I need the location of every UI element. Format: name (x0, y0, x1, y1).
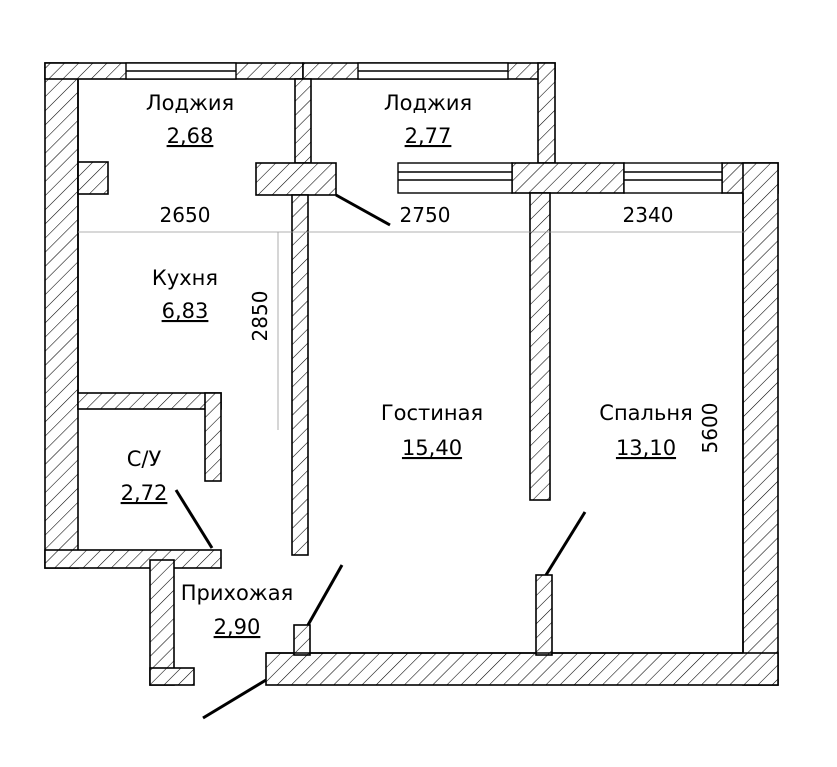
door-entrance (202, 678, 267, 720)
windows (125, 62, 723, 194)
dim-living-width: 2750 (400, 203, 451, 227)
room-outlines (77, 79, 744, 654)
window-bedroom (623, 162, 723, 194)
wall-kitchen-stub (77, 161, 109, 195)
room-labels: Лоджия 2,68 Лоджия 2,77 Кухня 6,83 Гости… (121, 91, 693, 639)
room-name-living: Гостиная (381, 401, 483, 425)
walls (44, 62, 779, 686)
door-bathroom (174, 489, 214, 549)
room-area-loggia-left: 2,68 (167, 124, 214, 148)
door-bedroom (544, 511, 587, 576)
dimension-labels: 2650 2750 2340 2850 5600 (160, 203, 722, 453)
room-area-kitchen: 6,83 (162, 299, 209, 323)
room-name-hallway: Прихожая (181, 581, 293, 605)
room-name-loggia-right: Лоджия (384, 91, 472, 115)
room-area-loggia-right: 2,77 (405, 124, 452, 148)
room-name-bedroom: Спальня (599, 401, 692, 425)
wall-left-exterior (44, 62, 79, 569)
wall-hallway-stub (293, 624, 311, 656)
room-name-kitchen: Кухня (152, 266, 218, 290)
wall-bathroom-bottom (44, 549, 222, 569)
wall-partition-kitchen-living (291, 194, 309, 556)
wall-loggia-divider (294, 78, 312, 164)
wall-loggia-right-side (537, 62, 556, 164)
room-name-bathroom: С/У (127, 447, 162, 471)
wall-partition-living-bedroom (529, 192, 551, 501)
wall-right-exterior (742, 162, 779, 686)
room-area-bedroom: 13,10 (616, 436, 676, 460)
wall-hallway-bottom-left (149, 667, 195, 686)
wall-partition-living-bedroom-lower (535, 574, 553, 656)
room-name-loggia-left: Лоджия (146, 91, 234, 115)
doors (174, 193, 587, 720)
window-living (397, 162, 513, 194)
dim-bedroom-depth: 5600 (698, 403, 722, 454)
wall-bottom-exterior (265, 652, 779, 686)
door-living (306, 564, 344, 626)
wall-hallway-left (149, 559, 175, 686)
wall-bathroom-top (77, 392, 222, 410)
wall-bathroom-right (204, 392, 222, 482)
door-loggia (335, 193, 391, 227)
room-area-bathroom: 2,72 (121, 481, 168, 505)
dimension-guides (78, 231, 745, 430)
wall-kitchen-top-stub (255, 162, 337, 196)
room-area-living: 15,40 (402, 436, 462, 460)
dim-kitchen-depth: 2850 (248, 291, 272, 342)
dim-kitchen-width: 2650 (160, 203, 211, 227)
dim-bedroom-width: 2340 (623, 203, 674, 227)
room-area-hallway: 2,90 (214, 615, 261, 639)
wall-top-living (511, 162, 625, 194)
